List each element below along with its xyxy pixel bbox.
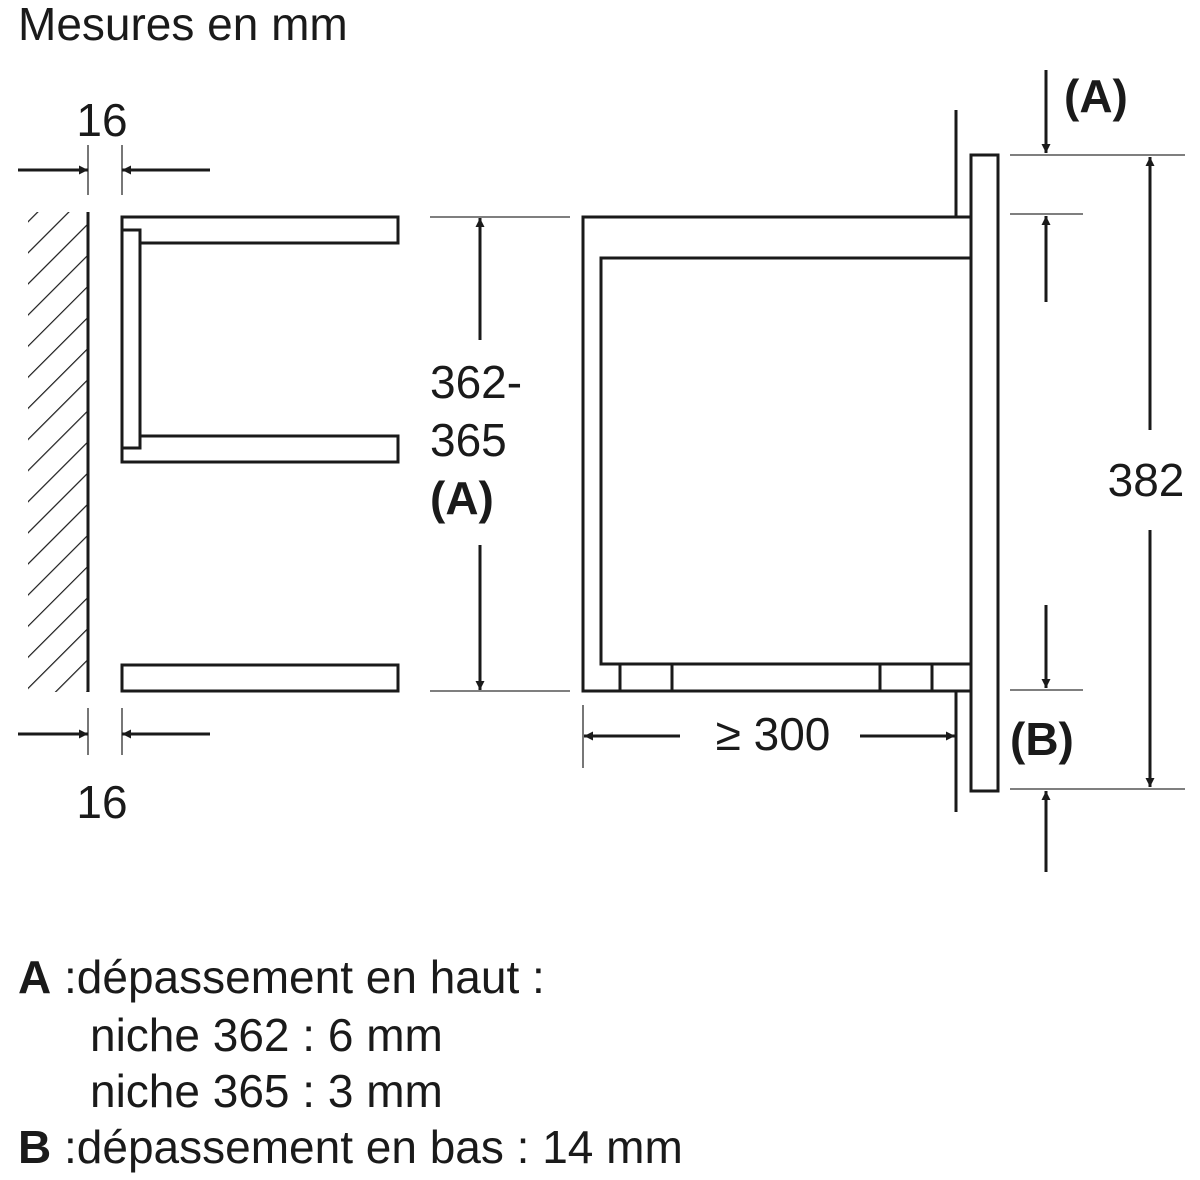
overhang-bottom-dimension (1010, 605, 1083, 872)
front-height-label: 382 (1108, 454, 1185, 506)
front-panel (969, 153, 1000, 793)
page-title: Mesures en mm (18, 0, 348, 50)
legend-b-text: :dépassement en bas : 14 mm (64, 1121, 683, 1173)
depth-label: ≥ 300 (716, 708, 831, 760)
side-gap-bottom-label: 16 (76, 776, 127, 828)
niche-side-view (120, 215, 400, 693)
ref-bottom-label: (B) (1010, 713, 1074, 765)
legend-a-text: :dépassement en haut : (64, 951, 545, 1003)
overhang-top-dimension (1010, 70, 1083, 302)
side-gap-bottom-dimension (18, 708, 210, 755)
appliance-side-view (581, 110, 973, 812)
front-height-dimension (1010, 154, 1185, 790)
ref-top-label: (A) (1064, 70, 1128, 122)
niche-height-label-line1: 362- (430, 356, 522, 408)
niche-height-ref: (A) (430, 472, 494, 524)
side-gap-top-label: 16 (76, 94, 127, 146)
side-gap-top-dimension (18, 145, 210, 195)
legend-a: A :dépassement en haut : (18, 948, 545, 1006)
niche-height-label-line2: 365 (430, 414, 507, 466)
depth-dimension (582, 705, 955, 768)
legend-a-line2: niche 362 : 6 mm (90, 1009, 443, 1061)
legend-b: B :dépassement en bas : 14 mm (18, 1118, 683, 1176)
legend-b-key: B (18, 1121, 52, 1173)
wall-hatching (28, 212, 90, 692)
legend-a-key: A (18, 951, 52, 1003)
legend-a-line3: niche 365 : 3 mm (90, 1065, 443, 1117)
niche-height-dimension (430, 216, 570, 692)
